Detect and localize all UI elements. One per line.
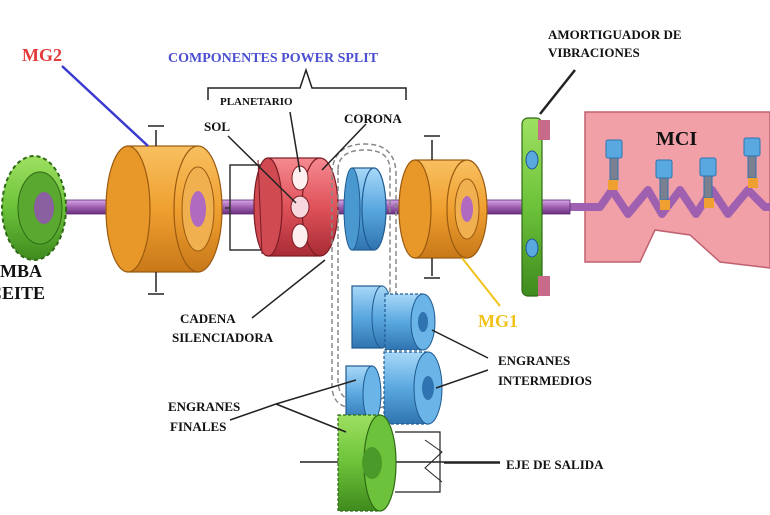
planetary-gear-icon <box>253 157 339 257</box>
engranes-finales-label-line2: FINALES <box>170 419 227 434</box>
cadena-label-line2: SILENCIADORA <box>172 330 274 345</box>
amortiguador-label-line2: VIBRACIONES <box>548 45 640 60</box>
vibration-damper-icon <box>521 117 550 297</box>
engranes-finales-label-line1: ENGRANES <box>168 399 241 414</box>
bomba-aceite-label-line2: ACEITE <box>0 283 46 303</box>
bomba-aceite-label-line1: BOMBA <box>0 261 43 281</box>
mg2-label: MG2 <box>22 45 62 65</box>
leader-lines <box>61 65 576 464</box>
mg2-frame <box>225 164 275 251</box>
amortiguador-label-line1: AMORTIGUADOR DE <box>548 27 682 42</box>
engranes-intermedios-label-line2: INTERMEDIOS <box>498 373 592 388</box>
counter-gears-icon <box>345 285 443 425</box>
planetario-label: PLANETARIO <box>220 96 293 108</box>
mg1-motor-icon <box>398 135 488 279</box>
corona-label: CORONA <box>344 111 402 126</box>
mci-label: MCI <box>656 128 698 150</box>
mg1-label: MG1 <box>478 311 518 331</box>
chain-sprocket-icon <box>343 167 387 251</box>
mg2-motor-icon <box>105 125 223 295</box>
engine-block-icon <box>560 111 770 269</box>
final-gear-icon <box>300 414 500 512</box>
oil-pump-gear-icon <box>1 155 67 261</box>
sol-label: SOL <box>204 119 231 134</box>
engranes-intermedios-label-line1: ENGRANES <box>498 353 571 368</box>
cadena-label-line1: CADENA <box>180 311 236 326</box>
eje-salida-label: EJE DE SALIDA <box>506 457 604 472</box>
power-split-label: COMPONENTES POWER SPLIT <box>168 51 379 66</box>
